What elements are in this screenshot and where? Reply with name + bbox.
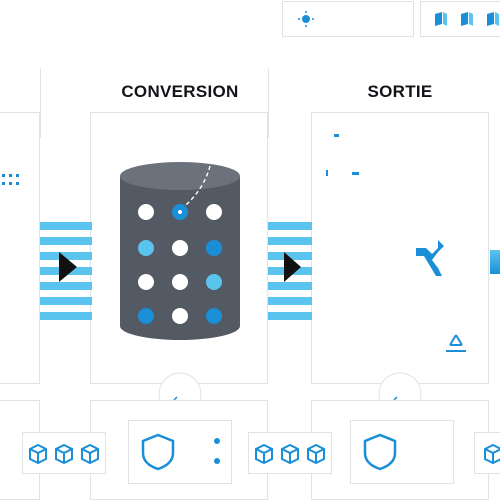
gear-icon xyxy=(298,11,314,27)
dots-vertical-icon xyxy=(214,438,220,464)
input-stage-panel xyxy=(0,112,40,384)
shield-box-output xyxy=(350,420,454,484)
flow-arrow-left xyxy=(40,222,92,320)
output-marks xyxy=(326,134,359,176)
cube-group-icon xyxy=(29,443,99,465)
shield-icon xyxy=(141,433,175,471)
output-title: SORTIE xyxy=(367,82,433,101)
flow-arrow-right xyxy=(268,222,312,320)
cube-group-icon xyxy=(255,443,325,465)
conversion-title: CONVERSION xyxy=(121,82,239,101)
next-stage-bar xyxy=(490,250,500,274)
cube-group-right xyxy=(474,432,500,474)
cubes-icon xyxy=(435,12,499,26)
top-box-left xyxy=(282,1,414,37)
column-divider xyxy=(268,68,269,138)
recycle-icon xyxy=(446,334,466,352)
cube-group-icon xyxy=(484,443,500,465)
column-divider xyxy=(40,68,41,138)
top-box-right xyxy=(420,1,500,37)
shield-icon xyxy=(363,433,397,471)
branch-connector-icon xyxy=(416,240,444,276)
cube-group-left xyxy=(22,432,106,474)
cube-group-middle xyxy=(248,432,332,474)
play-arrow-icon xyxy=(59,252,77,282)
dots-icon xyxy=(2,174,19,185)
play-arrow-icon xyxy=(284,252,301,282)
shield-box-conversion xyxy=(128,420,232,484)
database-cylinder-icon xyxy=(120,162,240,340)
